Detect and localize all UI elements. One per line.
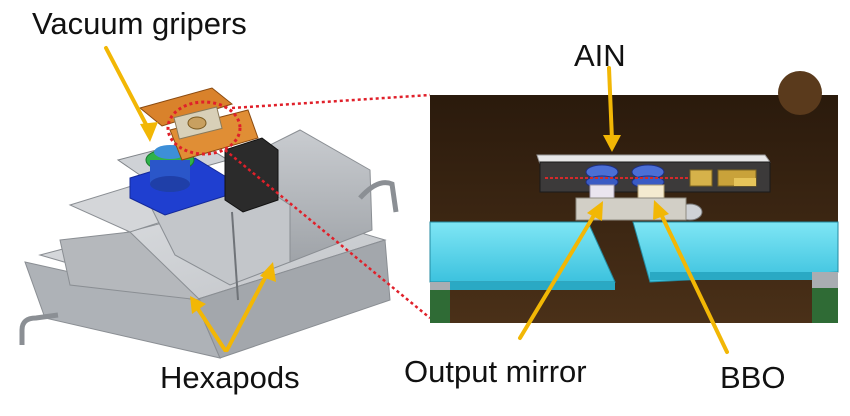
label-bbo: BBO bbox=[720, 360, 786, 395]
hexapod-split-line bbox=[231, 211, 239, 301]
corner-blob-top-right bbox=[778, 71, 822, 115]
zoom-line-top bbox=[231, 93, 431, 110]
green-post-left bbox=[430, 290, 450, 323]
gripper-hole bbox=[187, 116, 207, 130]
zoom-line-bottom bbox=[224, 149, 431, 319]
zoom-panel bbox=[429, 71, 839, 323]
gripper-plate-bottom bbox=[169, 109, 259, 161]
green-post-right bbox=[812, 288, 838, 323]
gold-component-1 bbox=[689, 169, 713, 187]
arrow-vacuum-grippers bbox=[104, 46, 152, 134]
left-handle bbox=[19, 312, 59, 345]
gold-component-3 bbox=[734, 178, 756, 186]
arrow-vacuum-grippers-head bbox=[140, 122, 158, 142]
label-hexapods: Hexapods bbox=[160, 360, 300, 395]
arrow-hexapods-right bbox=[225, 270, 270, 352]
arrow-ain-head bbox=[603, 135, 621, 152]
cyan-face-right bbox=[650, 272, 838, 280]
hexapod-assembly-model bbox=[19, 87, 399, 359]
arrow-hexapods-left bbox=[194, 304, 227, 352]
annotation-arrows bbox=[104, 46, 729, 354]
arrow-output-mirror-head bbox=[587, 201, 603, 221]
cyan-face-left bbox=[430, 282, 615, 290]
hexapod-left-body-front bbox=[59, 231, 202, 301]
clamp-block bbox=[224, 137, 279, 213]
arrow-ain bbox=[607, 66, 614, 142]
zoom-circle bbox=[166, 100, 242, 156]
cylinder-bottom bbox=[150, 176, 190, 192]
grey-pad-right bbox=[812, 272, 838, 288]
label-output-mirror: Output mirror bbox=[404, 354, 587, 389]
arrow-bbo bbox=[658, 210, 729, 354]
arrow-hexapods-right-head bbox=[260, 262, 276, 282]
grey-pad-left bbox=[430, 282, 450, 290]
arrow-bbo-head bbox=[653, 200, 669, 220]
hexapod-base-side bbox=[194, 239, 391, 359]
arrow-hexapods-left-head bbox=[190, 296, 206, 314]
arrow-output-mirror bbox=[518, 210, 598, 340]
label-ain: AIN bbox=[574, 38, 626, 73]
zoom-callout bbox=[166, 93, 431, 319]
right-handle bbox=[358, 180, 399, 213]
label-vacuum-grippers: Vacuum gripers bbox=[32, 6, 247, 41]
cyan-block-left bbox=[429, 221, 616, 283]
